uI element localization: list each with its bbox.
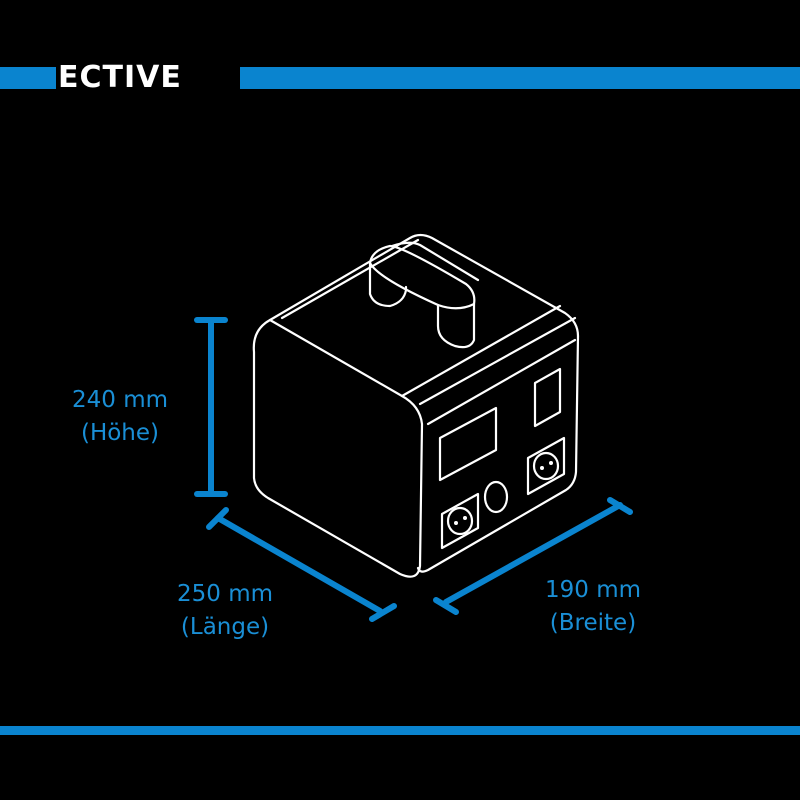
- height-value: 240 mm: [71, 387, 169, 413]
- length-dimension-line: [206, 507, 397, 622]
- display-icon: [438, 406, 498, 482]
- header-stripe-right: [240, 67, 800, 89]
- outlet-icon: [526, 436, 566, 496]
- top-face: [268, 233, 580, 406]
- length-caption: (Länge): [180, 614, 270, 640]
- left-face: [252, 318, 424, 578]
- switch-icon: [533, 367, 562, 428]
- width-dimension-line: [433, 497, 633, 615]
- height-label: 240 mm (Höhe): [50, 384, 190, 450]
- outlet-icon: [440, 492, 480, 550]
- width-caption: (Breite): [549, 610, 637, 636]
- height-caption: (Höhe): [80, 420, 160, 446]
- header-stripe-left: [0, 67, 56, 89]
- width-label: 190 mm (Breite): [523, 574, 663, 640]
- length-value: 250 mm: [176, 581, 274, 607]
- width-value: 190 mm: [544, 577, 642, 603]
- length-label: 250 mm (Länge): [155, 578, 295, 644]
- footer-stripe: [0, 726, 800, 735]
- handle-icon: [368, 241, 480, 349]
- height-dimension-line: [194, 317, 228, 497]
- brand-logo: ECTIVE: [58, 60, 182, 95]
- power-button-icon: [483, 480, 509, 514]
- right-face: [416, 334, 580, 573]
